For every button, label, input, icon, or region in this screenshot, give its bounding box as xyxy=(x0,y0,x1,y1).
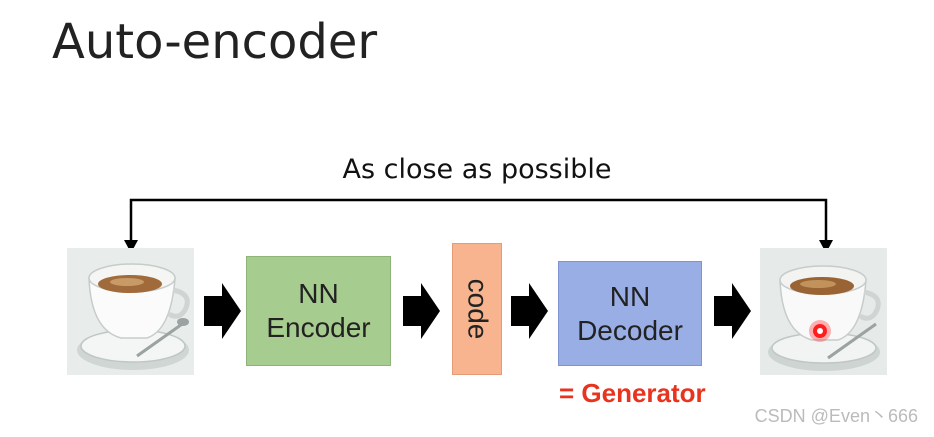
encoder-line2: Encoder xyxy=(266,312,371,343)
nn-encoder-block: NN Encoder xyxy=(246,256,391,366)
encoder-line1: NN xyxy=(298,278,339,309)
output-coffee-image xyxy=(760,248,887,375)
feedback-arrowhead-right xyxy=(819,240,833,253)
arrow-input-to-encoder xyxy=(204,283,241,339)
decoder-line2: Decoder xyxy=(577,314,683,346)
slide-title: Auto-encoder xyxy=(52,14,378,70)
arrow-decoder-to-output xyxy=(714,283,751,339)
code-label: code xyxy=(462,278,493,340)
feedback-loop-line xyxy=(129,198,828,248)
code-block: code xyxy=(452,243,502,375)
feedback-caption: As close as possible xyxy=(342,154,612,185)
decoder-line1: NN xyxy=(609,280,651,312)
generator-label: = Generator xyxy=(559,378,706,408)
feedback-arrowhead-left xyxy=(124,240,138,253)
arrow-encoder-to-code xyxy=(403,283,440,339)
arrow-code-to-decoder xyxy=(511,283,548,339)
watermark: CSDN @Even丶666 xyxy=(754,406,918,426)
nn-decoder-block: NN Decoder xyxy=(558,261,702,366)
input-coffee-image xyxy=(67,248,194,375)
